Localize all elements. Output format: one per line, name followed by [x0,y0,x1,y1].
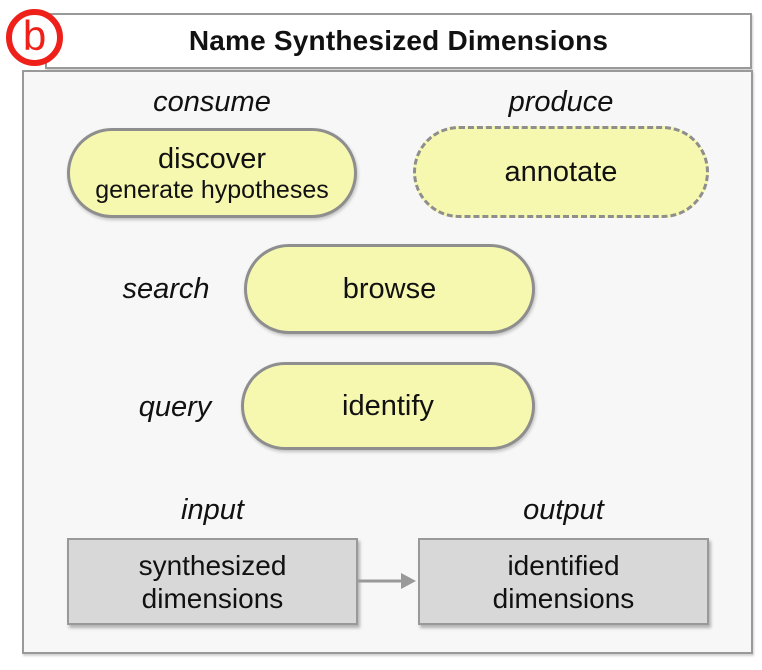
figure-badge-letter: b [22,11,47,59]
label-query: query [138,391,212,423]
label-search: search [122,273,210,305]
label-input: input [181,494,244,526]
label-consume: consume [153,86,271,118]
pill-browse: browse [244,244,535,334]
box-output-line1: identified [507,549,620,581]
pill-annotate: annotate [413,126,709,218]
pill-identify: identify [241,362,535,450]
pill-discover-label: discover [158,142,266,175]
pill-browse-label: browse [342,272,437,305]
figure-badge: b [6,9,63,66]
box-output-line2: dimensions [492,582,635,614]
box-input: synthesized dimensions [67,538,358,625]
arrow-right-icon [358,573,416,589]
figure-title: Name Synthesized Dimensions [188,25,609,56]
pill-identify-label: identify [342,389,434,422]
title-bar: Name Synthesized Dimensions [45,13,752,69]
label-output: output [523,494,604,526]
pill-annotate-label: annotate [504,155,618,188]
pill-discover-sublabel: generate hypotheses [95,175,329,204]
box-input-line2: dimensions [141,582,284,614]
box-output: identified dimensions [418,538,709,625]
label-produce: produce [508,86,614,118]
box-input-line1: synthesized [138,549,287,581]
pill-discover: discover generate hypotheses [67,128,357,218]
